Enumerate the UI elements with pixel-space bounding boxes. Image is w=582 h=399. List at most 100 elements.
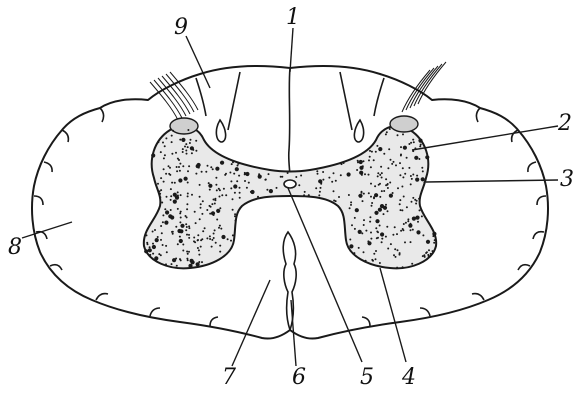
stipple-dot — [394, 226, 396, 228]
stipple-dot — [340, 174, 342, 176]
stipple-dot — [400, 146, 402, 148]
stipple-dot — [159, 190, 161, 192]
stipple-dot — [408, 143, 410, 145]
stipple-dot — [161, 202, 163, 204]
stipple-dot — [386, 184, 388, 186]
stipple-dot — [373, 197, 375, 199]
stipple-dot — [229, 172, 231, 174]
stipple-dot — [187, 182, 189, 184]
stipple-dot — [179, 163, 181, 165]
stipple-dot — [201, 213, 203, 215]
stipple-dot — [379, 196, 381, 198]
stipple-dot — [362, 200, 364, 202]
stipple-dot — [304, 191, 306, 193]
stipple-dot — [230, 187, 232, 189]
stipple-dot — [407, 218, 409, 220]
stipple-dot — [219, 251, 221, 253]
stipple-dot — [387, 167, 389, 169]
stipple-dot — [188, 234, 190, 236]
stipple-dot — [244, 180, 246, 182]
stipple-dot — [381, 238, 383, 240]
stipple-dot — [396, 233, 398, 235]
stipple-dot — [230, 240, 232, 242]
stipple-dot — [221, 194, 223, 196]
stipple-dot — [363, 224, 365, 226]
stipple-dot — [174, 182, 176, 184]
stipple-dot — [162, 214, 164, 216]
stipple-dot — [387, 187, 389, 189]
stipple-dot — [320, 187, 322, 189]
stipple-dot — [205, 171, 207, 173]
stipple-dot — [422, 170, 424, 172]
stipple-dot — [209, 235, 211, 237]
stipple-dot — [154, 256, 158, 260]
stipple-dot — [187, 253, 189, 255]
stipple-dot — [172, 233, 174, 235]
stipple-dot — [410, 175, 412, 177]
stipple-dot — [231, 163, 233, 165]
stipple-dot — [186, 251, 188, 253]
stipple-dot — [216, 189, 218, 191]
stipple-dot — [376, 231, 378, 233]
stipple-dot — [162, 244, 164, 246]
stipple-dot — [211, 203, 213, 205]
stipple-dot — [375, 258, 377, 260]
stipple-dot — [213, 237, 215, 239]
stipple-dot — [175, 152, 177, 154]
stipple-dot — [406, 206, 408, 208]
stipple-dot — [177, 208, 179, 210]
stipple-dot — [157, 236, 159, 238]
stipple-dot — [159, 193, 161, 195]
stipple-dot — [353, 252, 355, 254]
stipple-dot — [182, 148, 184, 150]
stipple-dot — [404, 173, 406, 175]
stipple-dot — [370, 232, 372, 234]
stipple-dot — [355, 208, 359, 212]
stipple-dot — [215, 177, 217, 179]
stipple-dot — [350, 204, 352, 206]
stipple-dot — [351, 224, 353, 226]
stipple-dot — [383, 153, 385, 155]
stipple-dot — [224, 174, 226, 176]
stipple-dot — [322, 171, 324, 173]
stipple-dot — [232, 209, 234, 211]
stipple-dot — [171, 135, 173, 137]
stipple-dot — [411, 201, 413, 203]
stipple-dot — [152, 253, 154, 255]
stipple-dot — [428, 249, 430, 251]
stipple-dot — [182, 244, 184, 246]
stipple-dot — [185, 215, 187, 217]
stipple-dot — [147, 243, 149, 245]
stipple-dot — [194, 211, 196, 213]
stipple-dot — [180, 224, 184, 228]
stipple-dot — [195, 173, 197, 175]
stipple-dot — [165, 173, 167, 175]
stipple-dot — [197, 239, 199, 241]
stipple-dot — [177, 191, 179, 193]
stipple-dot — [381, 241, 383, 243]
stipple-dot — [182, 165, 184, 167]
stipple-dot — [333, 190, 335, 192]
stipple-dot — [164, 145, 166, 147]
stipple-dot — [319, 191, 321, 193]
stipple-dot — [188, 227, 190, 229]
stipple-dot — [374, 211, 378, 215]
stipple-dot — [363, 193, 365, 195]
stipple-dot — [400, 155, 402, 157]
stipple-dot — [374, 185, 376, 187]
stipple-dot — [172, 130, 174, 132]
stipple-dot — [199, 218, 201, 220]
stipple-dot — [399, 254, 401, 256]
stipple-dot — [185, 223, 187, 225]
stipple-dot — [194, 241, 196, 243]
stipple-dot — [171, 141, 173, 143]
stipple-dot — [212, 168, 214, 170]
stipple-dot — [428, 255, 430, 257]
stipple-dot — [433, 242, 435, 244]
stipple-dot — [401, 209, 403, 211]
stipple-dot — [232, 234, 234, 236]
stipple-dot — [333, 172, 335, 174]
stipple-dot — [358, 194, 362, 198]
stipple-dot — [417, 221, 419, 223]
stipple-dot — [358, 230, 362, 234]
